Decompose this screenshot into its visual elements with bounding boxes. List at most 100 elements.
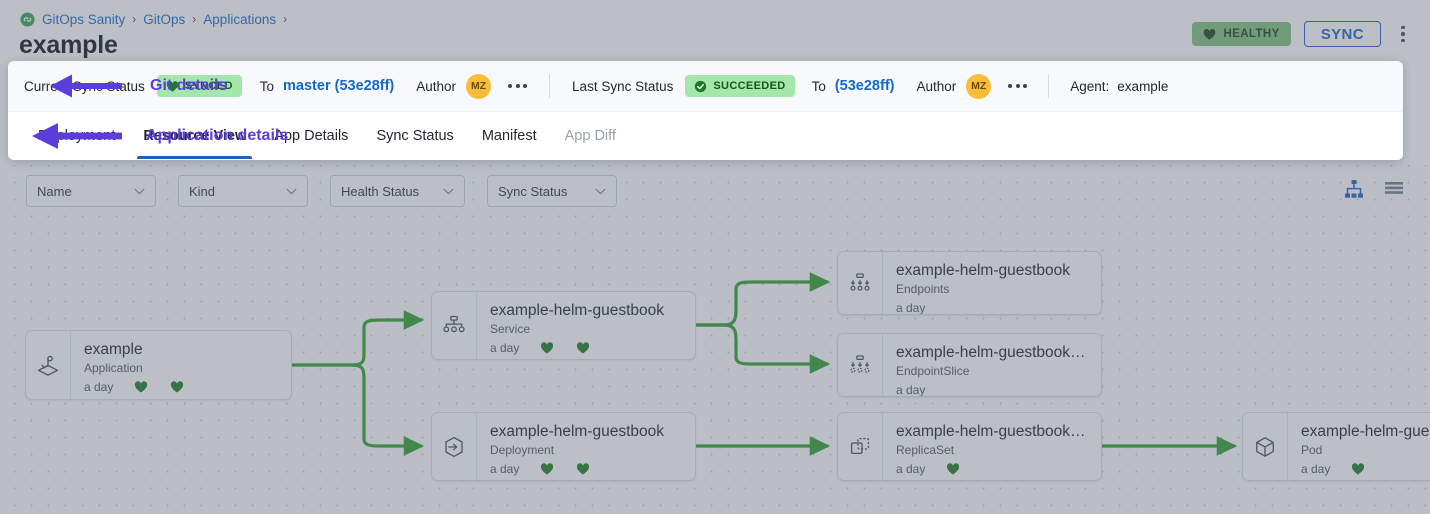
filter-sync-status-label: Sync Status	[498, 183, 568, 199]
tab-resource-view[interactable]: Resource View	[129, 112, 260, 159]
last-revision-link[interactable]: (53e28ff)	[834, 78, 895, 94]
left-arrow-annotation-icon	[50, 73, 122, 99]
node-footer: a day	[1301, 460, 1430, 477]
avatar: MZ	[466, 73, 492, 99]
chevron-down-icon	[443, 188, 454, 195]
tab-app-details[interactable]: App Details	[274, 127, 349, 144]
pod-icon	[1243, 413, 1287, 480]
tree-view-icon[interactable]	[1344, 179, 1364, 199]
filter-sync-status[interactable]: Sync Status	[487, 175, 617, 207]
filter-bar: Name Kind Health Status Sync Status	[26, 175, 617, 207]
node-age: a day	[490, 340, 520, 355]
node-kind: Service	[490, 322, 531, 336]
check-circle-icon	[694, 80, 707, 93]
graph-node-service[interactable]: example-helm-guestbook Service a day	[431, 291, 696, 360]
last-sync-status-label: Last Sync Status	[572, 78, 674, 94]
filter-name-label: Name	[37, 183, 72, 199]
tab-manifest[interactable]: Manifest	[481, 127, 537, 144]
breadcrumb: GitOps Sanity › GitOps › Applications ›	[20, 9, 287, 29]
endpoints-icon	[838, 252, 882, 314]
node-kind: ReplicaSet	[896, 443, 955, 457]
chevron-down-icon	[286, 188, 297, 195]
divider	[1048, 74, 1050, 98]
sync-status-bar: Current Sync Status SYNCED To master (53…	[8, 61, 1403, 112]
filter-kind-label: Kind	[189, 183, 216, 199]
annotation-git-details-label: Git details	[150, 77, 228, 94]
service-icon	[432, 292, 476, 359]
current-sync-more-icon[interactable]	[508, 84, 528, 88]
current-revision-link[interactable]: master (53e28ff)	[283, 78, 395, 94]
health-heart-icon	[540, 341, 554, 355]
health-heart-icon	[134, 380, 148, 394]
graph-node-application[interactable]: example Application a day	[25, 330, 292, 400]
sync-button[interactable]: SYNC	[1303, 21, 1381, 47]
annotation-application-details-label: Application details	[146, 126, 289, 144]
node-age: a day	[490, 461, 520, 476]
last-revision-to-label: To	[811, 78, 826, 94]
application-details-panel: Current Sync Status SYNCED To master (53…	[8, 61, 1403, 160]
list-view-icon[interactable]	[1384, 179, 1404, 199]
graph-node-deployment[interactable]: example-helm-guestbook Deployment a day	[431, 412, 696, 481]
node-body: example Application a day	[70, 331, 291, 399]
deployment-icon	[432, 413, 476, 480]
current-sync-status-badge: SYNCED	[156, 75, 242, 97]
filter-health-status[interactable]: Health Status	[330, 175, 465, 207]
health-status-badge: HEALTHY	[1192, 22, 1291, 46]
node-age: a day	[1301, 461, 1331, 476]
node-footer: a day	[896, 460, 1089, 477]
application-tabs: Deployment Resource View App Details Syn…	[8, 112, 1403, 159]
node-kind: Pod	[1301, 443, 1323, 457]
health-heart-icon	[1351, 462, 1365, 476]
avatar: MZ	[966, 73, 992, 99]
graph-node-pod[interactable]: example-helm-guest Pod a day	[1242, 412, 1430, 481]
breadcrumb-separator: ›	[283, 12, 288, 26]
node-body: example-helm-guestbook Deployment a day	[476, 413, 695, 480]
annotation-git-details: Git details	[50, 73, 227, 99]
node-footer: a day	[490, 339, 683, 356]
sync-heart-icon	[170, 380, 184, 394]
node-footer: a day	[896, 299, 1089, 315]
breadcrumb-item-gitops-sanity[interactable]: GitOps Sanity	[42, 11, 126, 27]
node-footer: a day	[896, 381, 1089, 397]
health-heart-icon	[946, 462, 960, 476]
gitops-sanity-logo-icon	[20, 11, 35, 27]
node-age: a day	[896, 461, 926, 476]
tab-sync-status[interactable]: Sync Status	[376, 127, 454, 144]
left-arrow-annotation-icon	[32, 121, 122, 151]
page-title: example	[19, 31, 118, 59]
health-status-label: HEALTHY	[1223, 28, 1280, 40]
tab-app-diff[interactable]: App Diff	[564, 127, 616, 144]
sync-heart-icon	[576, 462, 590, 476]
annotation-application-details: Application details	[32, 121, 288, 151]
current-author-label: Author	[416, 78, 457, 94]
filter-name[interactable]: Name	[26, 175, 156, 207]
application-icon	[26, 331, 70, 399]
graph-node-replicaset[interactable]: example-helm-guestbook-74… ReplicaSet a …	[837, 412, 1102, 481]
graph-node-endpoints[interactable]: example-helm-guestbook Endpoints a day	[837, 251, 1102, 315]
kebab-menu-icon[interactable]	[1394, 22, 1412, 46]
graph-node-endpointslice[interactable]: example-helm-guestbook-ct… EndpointSlice…	[837, 333, 1102, 397]
node-kind: Application	[84, 361, 143, 375]
resource-graph-canvas[interactable]: Name Kind Health Status Sync Status	[0, 165, 1430, 514]
node-footer: a day	[84, 378, 279, 395]
heart-icon	[1203, 28, 1216, 41]
filter-health-status-label: Health Status	[341, 183, 420, 199]
replicaset-icon	[838, 413, 882, 480]
node-body: example-helm-guestbook Service a day	[476, 292, 695, 359]
node-body: example-helm-guestbook-74… ReplicaSet a …	[882, 413, 1101, 480]
node-kind: Deployment	[490, 443, 555, 457]
breadcrumb-item-applications[interactable]: Applications	[203, 11, 277, 27]
breadcrumb-item-gitops[interactable]: GitOps	[143, 11, 186, 27]
filter-kind[interactable]: Kind	[178, 175, 308, 207]
last-sync-more-icon[interactable]	[1008, 84, 1028, 88]
chevron-down-icon	[595, 188, 606, 195]
node-body: example-helm-guest Pod a day	[1287, 413, 1430, 480]
breadcrumb-separator: ›	[192, 12, 197, 26]
current-sync-status-value: SYNCED	[184, 80, 233, 92]
health-heart-icon	[540, 462, 554, 476]
node-body: example-helm-guestbook Endpoints a day	[882, 252, 1101, 314]
node-age: a day	[84, 379, 114, 394]
chevron-down-icon	[134, 188, 145, 195]
node-footer: a day	[490, 460, 683, 477]
last-sync-status-value: SUCCEEDED	[713, 80, 786, 92]
